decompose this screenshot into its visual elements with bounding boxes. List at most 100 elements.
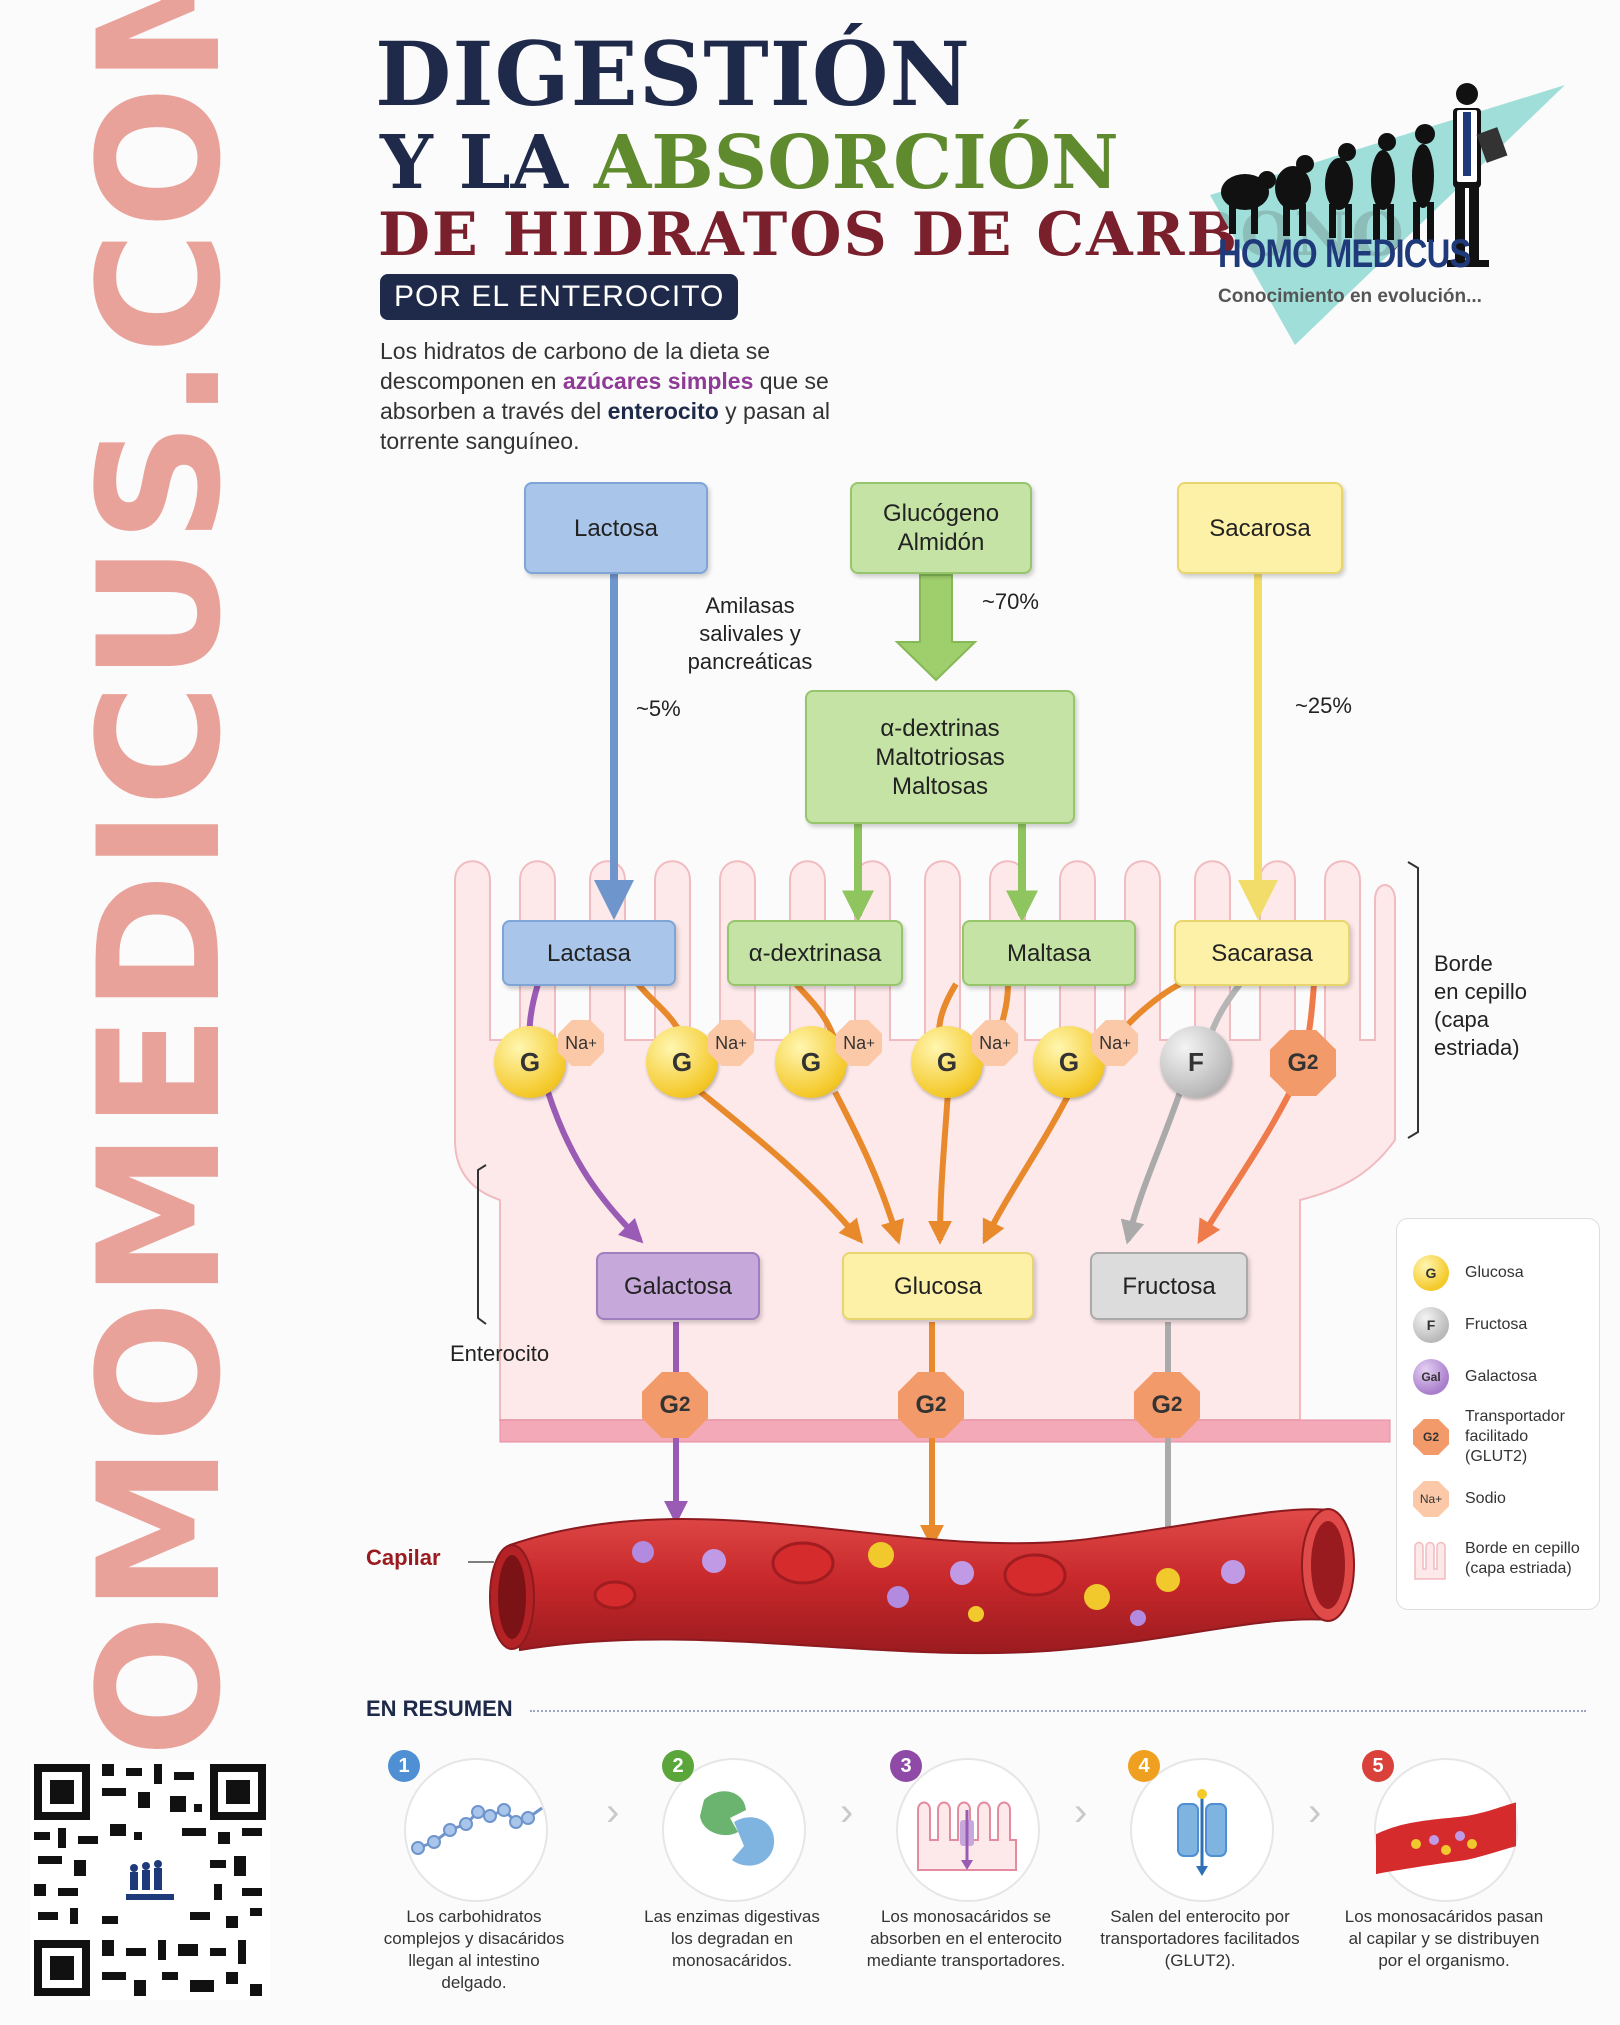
g2-text: G (1287, 1048, 1307, 1077)
borde-cepillo-label: Borde en cepillo (capa estriada) (1434, 950, 1527, 1062)
enterocyte-absorption-icon (917, 1801, 1017, 1871)
resumen-divider (530, 1710, 1586, 1712)
almidon-label: Almidón (897, 529, 985, 556)
legend-label: Fructosa (1465, 1316, 1528, 1333)
g2-sub: 2 (678, 1393, 691, 1416)
title-line-1: DIGESTIÓN (375, 22, 971, 126)
capillary-icon (1356, 1800, 1526, 1876)
carbohydrate-chain-icon (411, 1803, 543, 1855)
legend-label: Galactosa (1465, 1368, 1538, 1385)
borde-line-2: en cepillo (1434, 979, 1527, 1004)
borde-line-3: (capa (1434, 1007, 1490, 1032)
glucogeno-almidon-box: Glucógeno Almidón (850, 482, 1032, 574)
step-5-number: 5 (1362, 1750, 1394, 1782)
glut2-transporter-icon (1177, 1789, 1227, 1876)
step-3-text: Los monosacáridos se absorben en el ente… (866, 1907, 1066, 1970)
dextrinasa-box: α-dextrinasa (727, 920, 903, 986)
glucose-molecule: G (775, 1026, 847, 1098)
legend-label: Sodio (1465, 1490, 1506, 1507)
g2-sub: 2 (1170, 1393, 1183, 1416)
pct-lactosa-label: ~5% (636, 696, 681, 721)
maltasa-box: Maltasa (962, 920, 1136, 986)
lactosa-box: Lactosa (524, 482, 708, 574)
g2-text: G (1151, 1390, 1171, 1419)
step-5-circle (1356, 1758, 1526, 1902)
dextrinas-line-1: α-dextrinas (880, 714, 1000, 742)
sodium-ion: Na+ (558, 1020, 604, 1066)
chevron-right-icon: › (1074, 1790, 1088, 1834)
step-5-text: Los monosacáridos pasan al capilar y se … (1344, 1907, 1544, 1970)
fructose-molecule: F (1160, 1026, 1232, 1098)
capilar-label: Capilar (366, 1545, 441, 1570)
title-line-2: Y LA ABSORCIÓN (380, 120, 1119, 206)
na-sup: + (866, 1034, 875, 1052)
na-sup: + (588, 1034, 597, 1052)
title-line-2-a: Y LA (380, 120, 594, 206)
legend-row-glut2: G2 Transportador facilitado (GLUT2) (1413, 1407, 1575, 1467)
subtitle-badge: POR EL ENTEROCITO (380, 274, 739, 320)
digestion-diagram-graphics (454, 570, 1419, 1655)
step-2-number: 2 (662, 1750, 694, 1782)
enzyme-icon (700, 1791, 775, 1866)
borde-line-4: estriada) (1434, 1035, 1520, 1060)
step-4-text: Salen del enterocito por transportadores… (1100, 1907, 1300, 1970)
step-2-circle (662, 1758, 806, 1902)
step-3-circle (896, 1758, 1040, 1902)
legend-sodium-icon: Na+ (1413, 1481, 1449, 1517)
title-line-2-b: ABSORCIÓN (593, 120, 1119, 206)
dextrinas-line-3: Maltosas (891, 772, 989, 800)
sodium-ion: Na+ (836, 1020, 882, 1066)
na-sup: + (738, 1034, 747, 1052)
intro-text-3: y pasan al torrente sanguíneo. (380, 398, 831, 454)
pct-glucogeno-label: ~70% (982, 589, 1039, 614)
intro-highlight-1: azúcares simples (562, 368, 754, 394)
dextrinas-box: α-dextrinas Maltotriosas Maltosas (805, 690, 1075, 824)
step-2-text: Las enzimas digestivas los degradan en m… (644, 1907, 820, 1970)
borde-line-1: Borde (1434, 951, 1493, 976)
chevron-right-icon: › (840, 1790, 854, 1834)
chevron-right-icon: › (1308, 1790, 1322, 1834)
step-1-circle (404, 1758, 548, 1902)
logo-tagline: Conocimiento en evolución... (1218, 286, 1482, 307)
legend-galactose-icon: Gal (1413, 1359, 1449, 1395)
enterocito-label: Enterocito (450, 1341, 550, 1366)
sodium-ion: Na+ (708, 1020, 754, 1066)
legend-panel: G Glucosa F Fructosa Gal Galactosa G2 Tr… (1396, 1218, 1600, 1610)
amilasas-line-2: salivales y (699, 621, 801, 646)
na-sup: + (1122, 1034, 1131, 1052)
intro-paragraph: Los hidratos de carbono de la dieta se d… (380, 336, 900, 456)
amilasas-label: Amilasas salivales y pancreáticas (680, 592, 820, 676)
sodium-ion: Na+ (1092, 1020, 1138, 1066)
g2-text: G (915, 1390, 935, 1419)
legend-row-galactosa: Gal Galactosa (1413, 1359, 1537, 1395)
homo-medicus-logo-icon (1210, 83, 1565, 345)
legend-glucose-icon: G (1413, 1255, 1449, 1291)
step-4-number: 4 (1128, 1750, 1160, 1782)
legend-row-borde: Borde en cepillo (capa estriada) (1413, 1537, 1585, 1581)
step-1-text: Los carbohidratos complejos y disacárido… (383, 1907, 565, 1992)
legend-label: Borde en cepillo (capa estriada) (1465, 1540, 1580, 1577)
glucosa-box: Glucosa (842, 1252, 1034, 1320)
g2-text: G (659, 1390, 679, 1419)
fructosa-box: Fructosa (1090, 1252, 1248, 1320)
step-1-number: 1 (388, 1750, 420, 1782)
na-sup: + (1002, 1034, 1011, 1052)
glucogeno-label: Glucógeno (882, 500, 1000, 527)
qr-code (30, 1760, 270, 2000)
legend-label: Glucosa (1465, 1264, 1524, 1281)
legend-row-sodio: Na+ Sodio (1413, 1481, 1506, 1517)
legend-row-fructosa: F Fructosa (1413, 1307, 1527, 1343)
amilasas-line-3: pancreáticas (687, 649, 813, 674)
glucose-molecule: G (911, 1026, 983, 1098)
sodium-ion: Na+ (972, 1020, 1018, 1066)
pct-sacarosa-label: ~25% (1295, 693, 1352, 718)
na-text: Na (843, 1032, 867, 1053)
legend-fructose-icon: F (1413, 1307, 1449, 1343)
intro-text-1: Los hidratos de carbono de la dieta se d… (380, 338, 770, 394)
chevron-right-icon: › (606, 1790, 620, 1834)
sacarasa-box: Sacarasa (1174, 920, 1350, 986)
